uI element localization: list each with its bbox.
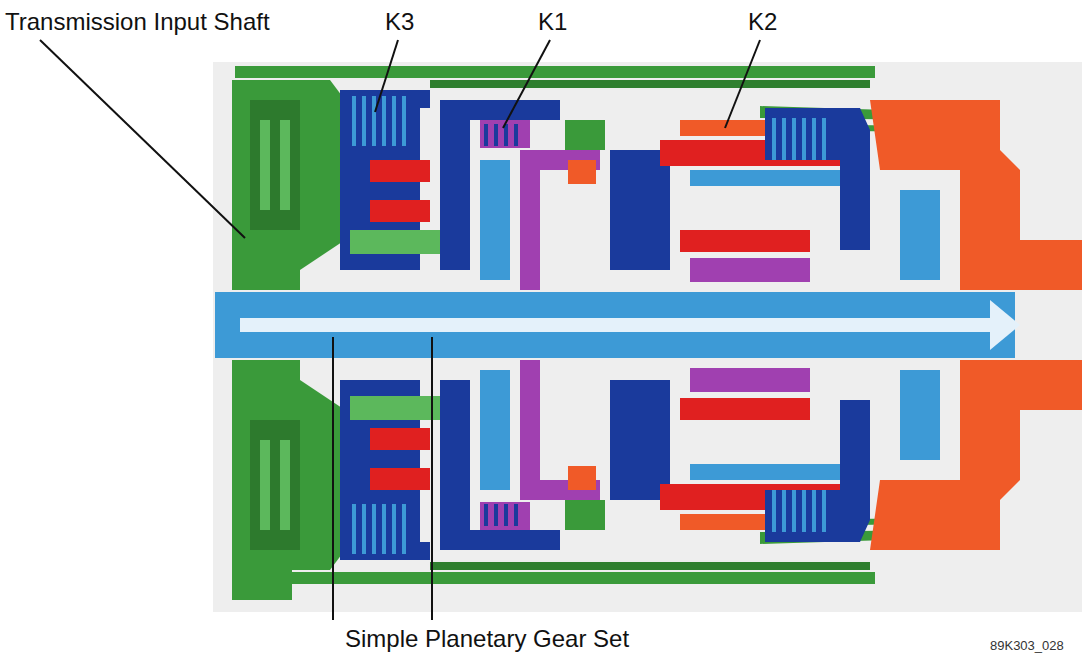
part-label: Simple Planetary Gear Set [345, 625, 629, 653]
part-label: Transmission Input Shaft [5, 8, 270, 36]
figure-number: 89K303_028 [990, 638, 1064, 654]
part-label: K2 [748, 8, 777, 36]
part-label: K1 [538, 8, 567, 36]
part-label: K3 [385, 8, 414, 36]
